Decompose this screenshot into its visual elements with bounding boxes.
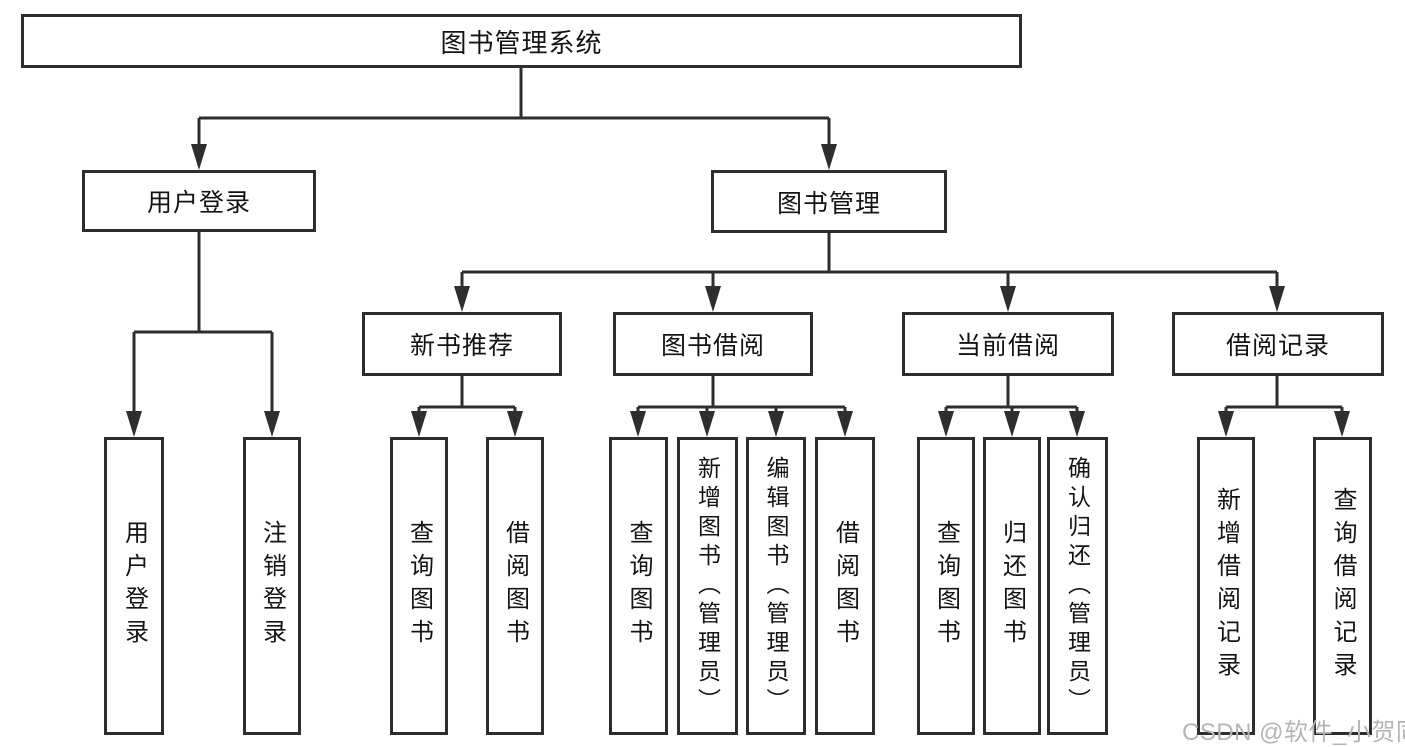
leaf-label: 查询图书	[932, 520, 960, 652]
leaf-label: 查询图书	[405, 520, 433, 652]
node-new-book-recommend: 新书推荐	[362, 312, 562, 376]
node-library-management-system: 图书管理系统	[21, 14, 1022, 68]
leaf-add-books-admin: 新增图书（管理员）	[677, 437, 738, 735]
leaf-label: 编辑图书（管理员）	[763, 455, 789, 717]
leaf-borrow-books-borrow: 借阅图书	[815, 437, 875, 735]
node-label: 当前借阅	[955, 332, 1060, 360]
leaf-query-borrow-record: 查询借阅记录	[1313, 437, 1372, 735]
node-book-management: 图书管理	[711, 170, 947, 233]
node-label: 借阅记录	[1225, 332, 1330, 360]
leaf-label: 借阅图书	[831, 520, 859, 652]
leaf-borrow-books-newbook: 借阅图书	[486, 437, 544, 735]
node-label: 新书推荐	[409, 332, 514, 360]
leaf-confirm-return-admin: 确认归还（管理员）	[1047, 437, 1108, 735]
node-borrow-record: 借阅记录	[1172, 312, 1384, 376]
node-label: 图书管理	[776, 189, 881, 218]
leaf-label: 新增借阅记录	[1212, 487, 1240, 685]
leaf-label: 注销登录	[258, 520, 286, 652]
leaf-label: 确认归还（管理员）	[1064, 455, 1091, 717]
leaf-query-books-borrow: 查询图书	[609, 437, 668, 735]
node-current-borrow: 当前借阅	[902, 312, 1114, 376]
node-label: 图书管理系统	[440, 27, 603, 58]
node-label: 用户登录	[146, 189, 251, 217]
leaf-label: 借阅图书	[501, 520, 529, 652]
leaf-label: 查询借阅记录	[1329, 487, 1356, 685]
leaf-label: 归还图书	[998, 520, 1026, 652]
leaf-edit-books-admin: 编辑图书（管理员）	[746, 437, 806, 735]
leaf-user-login: 用户登录	[104, 437, 164, 735]
node-user-login: 用户登录	[82, 170, 316, 232]
leaf-query-books-newbook: 查询图书	[390, 437, 448, 735]
leaf-logout: 注销登录	[243, 437, 301, 735]
leaf-add-borrow-record: 新增借阅记录	[1197, 437, 1255, 735]
leaf-return-books: 归还图书	[983, 437, 1041, 735]
csdn-watermark: CSDN @软件_小贺同学	[1182, 719, 1405, 746]
leaf-label: 用户登录	[120, 520, 148, 652]
leaf-label: 查询图书	[625, 520, 652, 652]
node-book-borrow: 图书借阅	[613, 312, 813, 376]
node-label: 图书借阅	[660, 332, 765, 360]
leaf-label: 新增图书（管理员）	[694, 455, 721, 717]
leaf-query-books-current: 查询图书	[917, 437, 975, 735]
